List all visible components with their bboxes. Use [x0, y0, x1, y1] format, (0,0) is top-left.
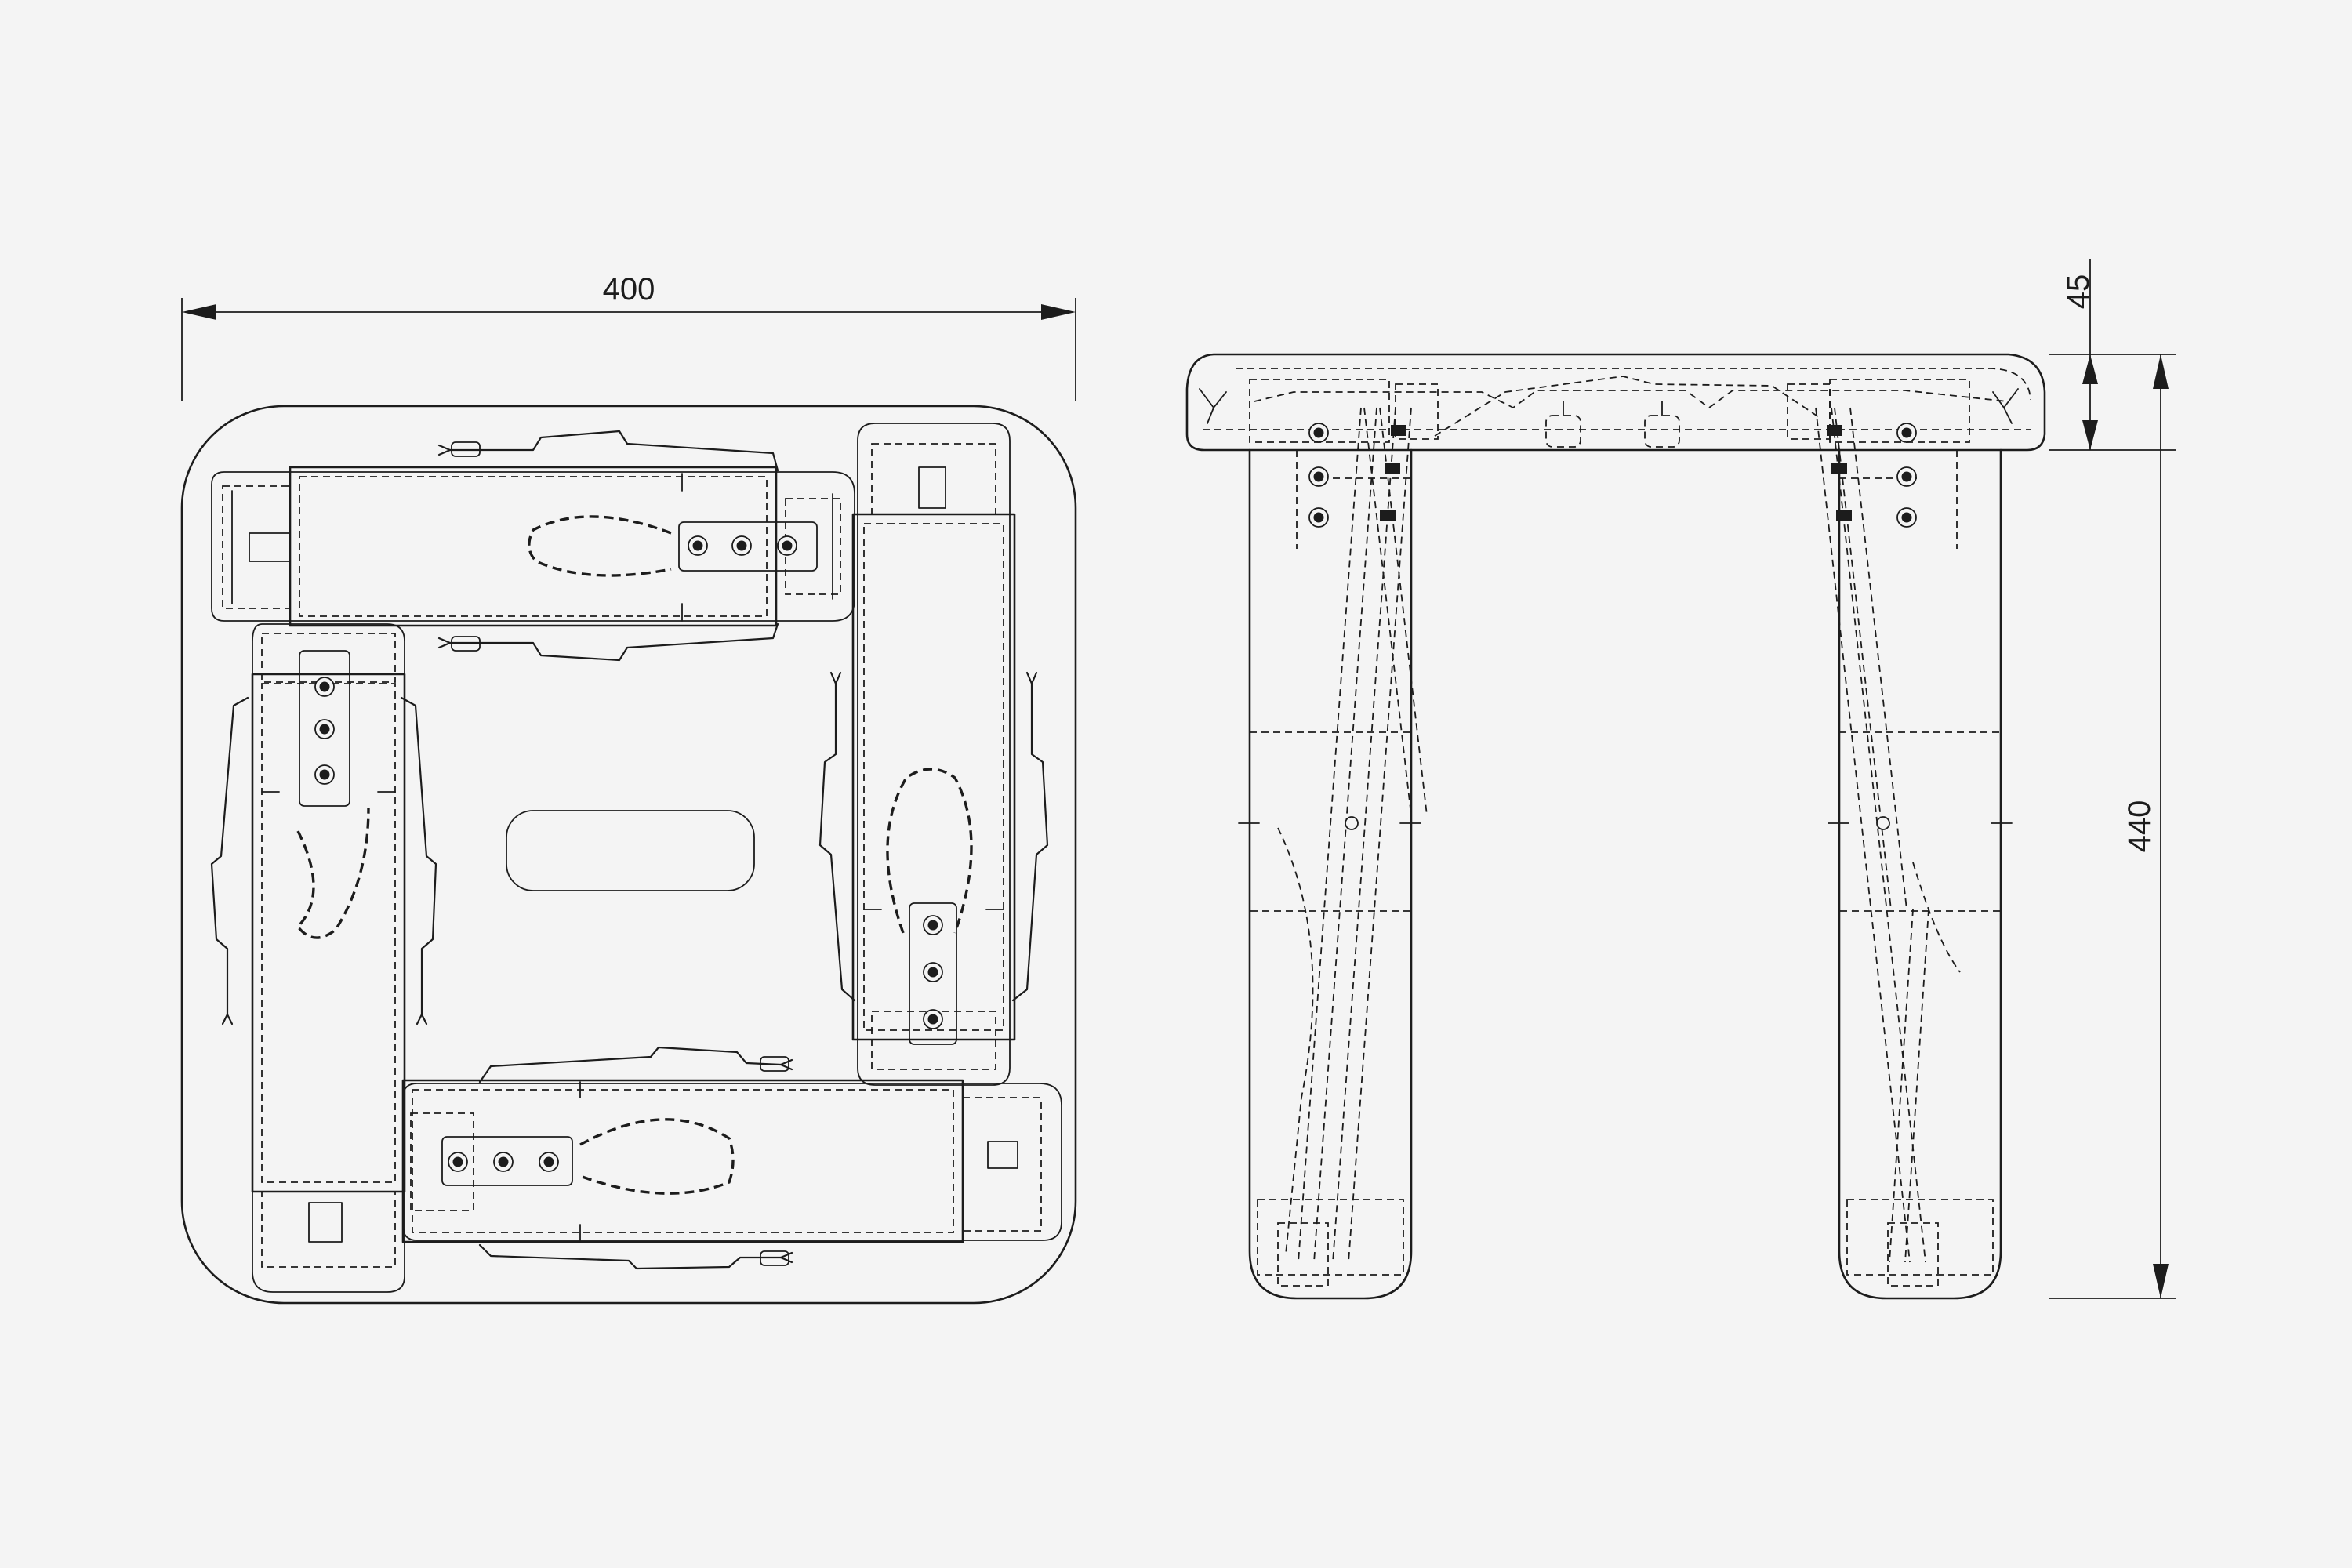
width-dimension-label: 400 [603, 272, 655, 307]
top-view [180, 405, 1077, 1305]
seat-thickness-dimension: 45 [2049, 259, 2176, 451]
leg-top [211, 430, 855, 662]
width-dimension: 400 [181, 272, 1076, 401]
leg-right [818, 423, 1049, 1086]
leg-left [210, 623, 437, 1293]
height-label: 440 [2122, 800, 2157, 853]
seat-slab [1185, 353, 2046, 452]
height-dimension: 440 [2049, 354, 2176, 1299]
leg-bottom [401, 1046, 1062, 1270]
seat-outline [180, 405, 1077, 1305]
side-view [1185, 353, 2046, 1300]
hand-hole [506, 810, 755, 891]
seat-thickness-label: 45 [2061, 274, 2096, 310]
side-leg-left [1238, 407, 1428, 1300]
side-leg-right [1815, 407, 2013, 1300]
